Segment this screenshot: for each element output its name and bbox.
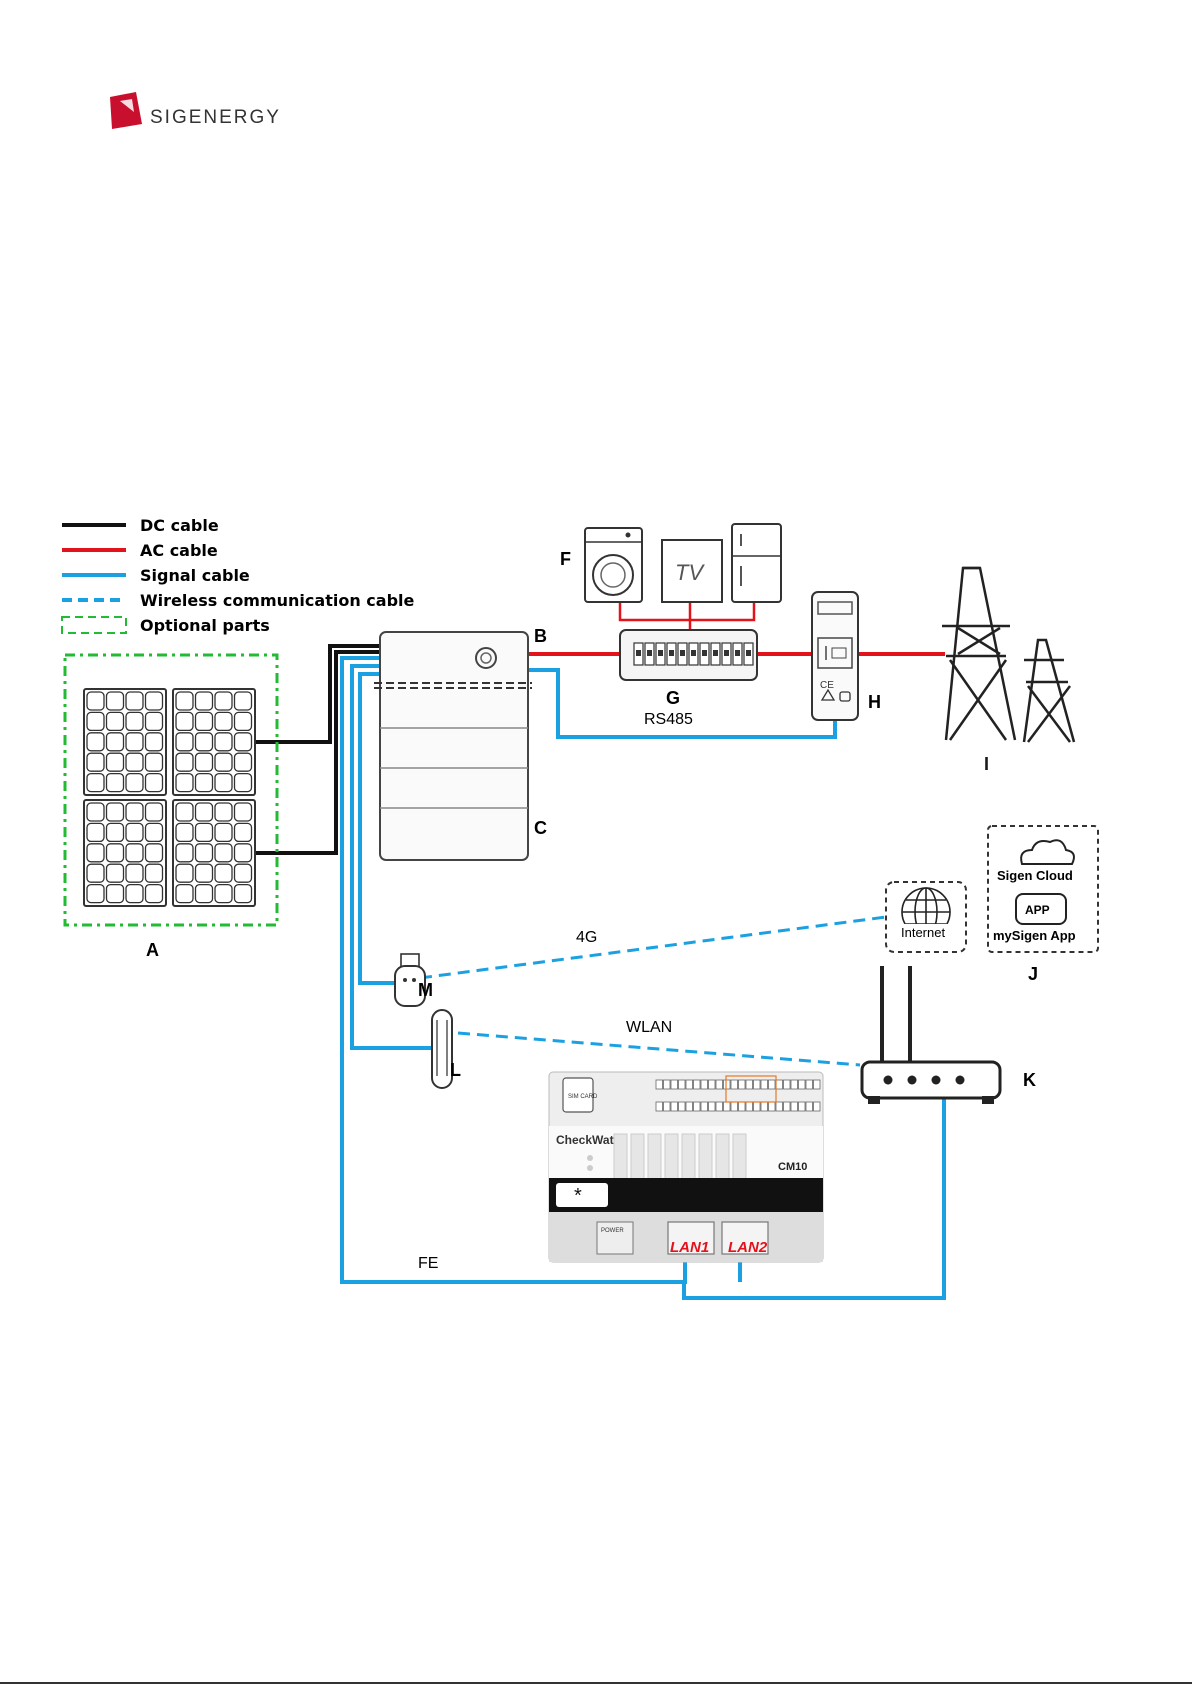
breakers bbox=[634, 643, 753, 665]
internet: Internet bbox=[886, 882, 966, 952]
4g-label: 4G bbox=[576, 929, 597, 946]
label-b: B bbox=[534, 626, 547, 646]
meter-icon bbox=[812, 592, 858, 720]
cloud-icon bbox=[1021, 840, 1074, 864]
household-appliances: F TV bbox=[560, 524, 781, 602]
fe-label: FE bbox=[418, 1255, 438, 1272]
wlan-label: WLAN bbox=[626, 1019, 672, 1036]
lan1-label: LAN1 bbox=[670, 1239, 709, 1256]
sigenergy-logo: SIGENERGY bbox=[110, 92, 281, 129]
checkwatt-brand: CheckWatt bbox=[556, 1133, 618, 1147]
router: K bbox=[862, 966, 1036, 1104]
cm10-model: CM10 bbox=[778, 1161, 807, 1173]
label-k: K bbox=[1023, 1070, 1036, 1090]
legend-signal: Signal cable bbox=[140, 566, 250, 585]
wireless-cables bbox=[420, 917, 886, 1065]
router-icon bbox=[862, 1062, 1000, 1098]
cloud-services: Sigen Cloud APP mySigen App J bbox=[988, 826, 1098, 984]
svg-text:*: * bbox=[574, 1185, 582, 1207]
rs485-label: RS485 bbox=[644, 711, 693, 728]
internet-label: Internet bbox=[901, 925, 945, 940]
checkwatt-cm10: SIM CARD CheckWatt CM10 * POWER LAN1 LAN… bbox=[418, 1072, 823, 1272]
label-m: M bbox=[418, 980, 433, 1000]
power-label: POWER bbox=[601, 1228, 624, 1234]
grid-pylons-icon: I bbox=[942, 568, 1074, 774]
tv-icon: TV bbox=[662, 540, 722, 602]
legend-dc: DC cable bbox=[140, 516, 219, 535]
lan2-label: LAN2 bbox=[728, 1239, 768, 1256]
battery-stack-icon bbox=[380, 632, 528, 860]
legend-swatch-optional bbox=[62, 617, 126, 633]
svg-text:CE: CE bbox=[820, 680, 834, 691]
legend-ac: AC cable bbox=[140, 541, 218, 560]
label-h: H bbox=[868, 692, 881, 712]
tv-label: TV bbox=[675, 560, 705, 585]
sigen-cloud-label: Sigen Cloud bbox=[997, 868, 1073, 883]
inverter-battery: B C bbox=[374, 626, 547, 860]
washing-machine-icon bbox=[585, 528, 642, 602]
label-a: A bbox=[146, 940, 159, 960]
label-f: F bbox=[560, 549, 571, 569]
legend: DC cable AC cable Signal cable Wireless … bbox=[62, 516, 415, 635]
label-l: L bbox=[450, 1060, 461, 1080]
label-i: I bbox=[984, 754, 989, 774]
legend-wireless: Wireless communication cable bbox=[140, 591, 415, 610]
wlan-dongle-icon bbox=[432, 1010, 452, 1088]
mysigen-app-label: mySigen App bbox=[993, 928, 1076, 943]
logo-text: SIGENERGY bbox=[150, 107, 281, 128]
logo-mark-icon bbox=[110, 92, 142, 129]
pv-array: A bbox=[65, 655, 277, 960]
solar-panels-icon bbox=[84, 689, 255, 906]
distribution-board: G RS485 bbox=[620, 630, 757, 728]
label-j: J bbox=[1028, 964, 1038, 984]
app-icon-label: APP bbox=[1025, 903, 1050, 917]
label-g: G bbox=[666, 688, 680, 708]
appliance-wiring bbox=[620, 602, 754, 630]
label-c: C bbox=[534, 818, 547, 838]
legend-optional: Optional parts bbox=[140, 616, 270, 635]
refrigerator-icon bbox=[732, 524, 781, 602]
sim-label: SIM CARD bbox=[568, 1094, 598, 1100]
